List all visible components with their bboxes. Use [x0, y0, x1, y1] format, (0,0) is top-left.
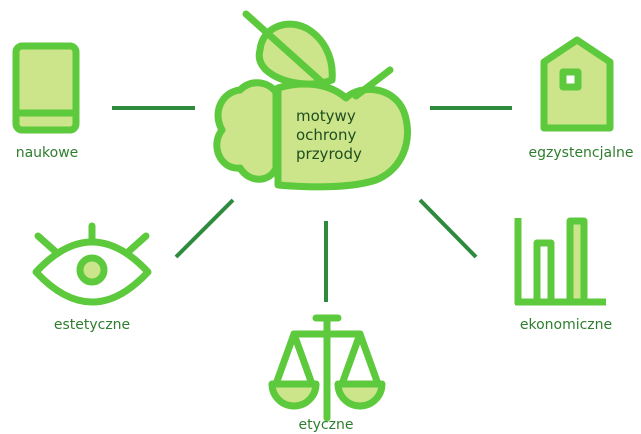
- label-estetyczne: estetyczne: [53, 317, 131, 333]
- label-egzystencjalne: egzystencjalne: [528, 145, 634, 161]
- center-title-line-2: ochrony: [296, 126, 357, 144]
- eye-icon: [32, 222, 152, 306]
- connectors: [112, 106, 512, 302]
- connector-ekonomiczne: [418, 198, 478, 259]
- book-icon: [12, 42, 80, 134]
- center-title-line-3: przyrody: [296, 145, 362, 163]
- leaves-icon: [213, 10, 411, 191]
- center-title-line-1: motywy: [296, 107, 356, 125]
- center-title: motywy ochrony przyrody: [296, 107, 396, 164]
- bar-chart-icon: [514, 217, 606, 306]
- label-naukowe: naukowe: [15, 145, 79, 161]
- label-ekonomiczne: ekonomiczne: [519, 317, 613, 333]
- connector-estetyczne: [174, 198, 235, 259]
- house-icon: [540, 36, 614, 132]
- scales-icon: [268, 314, 386, 422]
- label-etyczne: etyczne: [298, 417, 354, 433]
